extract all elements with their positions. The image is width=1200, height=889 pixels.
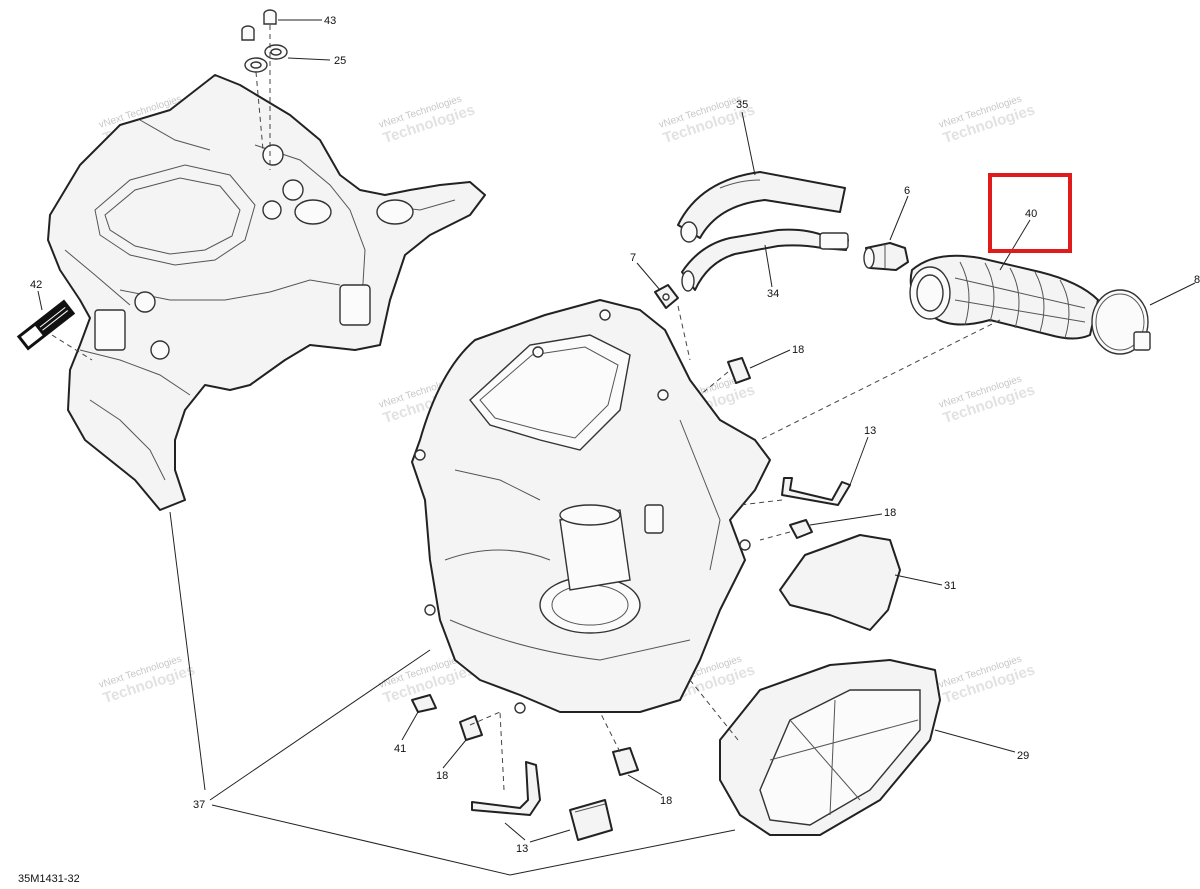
callout-37[interactable]: 37 <box>193 799 205 811</box>
warning-label-part[interactable] <box>16 299 76 351</box>
callout-13[interactable]: 13 <box>864 425 876 437</box>
grommet-part[interactable] <box>244 44 288 73</box>
airbox-housing-part[interactable] <box>411 299 771 714</box>
leader-lines <box>37 19 1196 876</box>
intake-tube-part[interactable] <box>677 171 846 243</box>
callout-34[interactable]: 34 <box>767 288 779 300</box>
callout-40[interactable]: 40 <box>1025 208 1037 220</box>
clamp-part[interactable] <box>1091 289 1151 355</box>
plug-part[interactable] <box>241 9 277 41</box>
breather-tube-part[interactable] <box>681 228 849 292</box>
callout-41[interactable]: 41 <box>394 743 406 755</box>
callout-labels: 43 25 42 35 6 40 8 7 34 18 13 18 31 29 4… <box>30 15 1200 855</box>
callout-42[interactable]: 42 <box>30 279 42 291</box>
callout-6[interactable]: 6 <box>904 185 910 197</box>
callout-25[interactable]: 25 <box>334 55 346 67</box>
intake-duct-part[interactable] <box>909 254 1099 340</box>
callout-18[interactable]: 18 <box>792 344 804 356</box>
callout-8[interactable]: 8 <box>1194 274 1200 286</box>
heat-shield-part[interactable] <box>779 534 901 631</box>
bracket-part[interactable] <box>569 799 613 841</box>
clip-part[interactable] <box>411 694 437 713</box>
highlight-box <box>988 173 1072 253</box>
reference-code: 35M1431-32 <box>18 873 80 885</box>
fitting-part[interactable] <box>863 242 909 271</box>
clip-part[interactable] <box>654 284 679 309</box>
clip-part[interactable] <box>612 747 639 776</box>
clip-part[interactable] <box>727 357 751 384</box>
clip-part[interactable] <box>459 715 483 741</box>
callout-43[interactable]: 43 <box>324 15 336 27</box>
bracket-part[interactable] <box>471 761 541 816</box>
callout-29[interactable]: 29 <box>1017 750 1029 762</box>
callout-7[interactable]: 7 <box>630 252 636 264</box>
callout-18[interactable]: 18 <box>884 507 896 519</box>
callout-18[interactable]: 18 <box>436 770 448 782</box>
upper-frame-part[interactable] <box>47 74 486 511</box>
callout-35[interactable]: 35 <box>736 99 748 111</box>
callout-31[interactable]: 31 <box>944 580 956 592</box>
clip-part[interactable] <box>789 519 813 539</box>
callout-18[interactable]: 18 <box>660 795 672 807</box>
filter-frame-part[interactable] <box>719 659 941 836</box>
callout-13[interactable]: 13 <box>516 843 528 855</box>
bracket-part[interactable] <box>781 477 851 506</box>
